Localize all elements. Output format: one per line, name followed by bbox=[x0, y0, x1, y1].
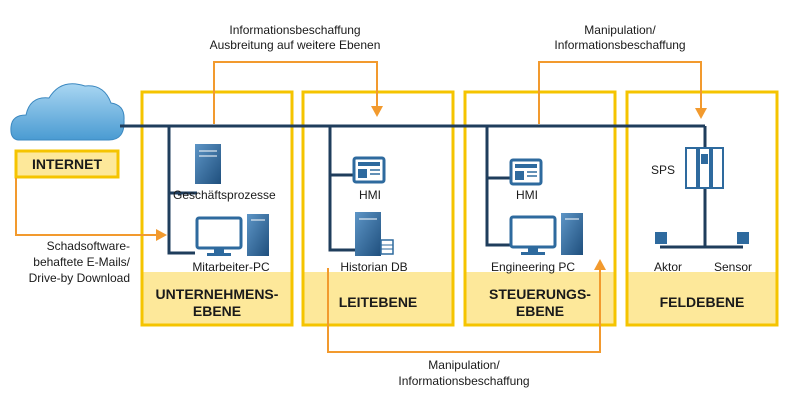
flow-internet-to-mitarbeiter bbox=[15, 178, 167, 241]
top-flow-2-line2: Informationsbeschaffung bbox=[554, 38, 685, 52]
desktop-pc-icon bbox=[195, 214, 269, 256]
flow-manipulation-top bbox=[538, 61, 707, 124]
zone-steuerungsebene bbox=[463, 90, 617, 327]
steuerungsebene-title-line1: STEUERUNGS- bbox=[489, 286, 591, 302]
unternehmensebene-title-line1: UNTERNEHMENS- bbox=[156, 286, 279, 302]
sps-label: SPS bbox=[651, 163, 675, 177]
leitebene-title: LEITEBENE bbox=[339, 294, 418, 310]
server-icon bbox=[195, 144, 221, 184]
desktop-pc-icon bbox=[509, 213, 583, 255]
sensor-label: Sensor bbox=[714, 260, 752, 274]
malware-line2: behaftete E-Mails/ bbox=[33, 255, 130, 269]
mitarbeiter-pc-label: Mitarbeiter-PC bbox=[192, 260, 270, 274]
flow-manipulation-bottom bbox=[327, 259, 606, 353]
internet-box: INTERNET bbox=[14, 149, 120, 179]
leit-hmi-label: HMI bbox=[359, 188, 381, 202]
engineering-pc-label: Engineering PC bbox=[491, 260, 575, 274]
database-server-icon bbox=[355, 212, 394, 256]
cloud-icon bbox=[10, 83, 125, 141]
feldebene-title: FELDEBENE bbox=[660, 294, 745, 310]
zone-feldebene bbox=[625, 90, 779, 327]
actuator-icon bbox=[655, 232, 667, 244]
network-bus bbox=[120, 124, 743, 255]
bottom-flow-line2: Informationsbeschaffung bbox=[398, 374, 529, 388]
steuerung-hmi-label: HMI bbox=[516, 188, 538, 202]
malware-line3: Drive-by Download bbox=[29, 271, 130, 285]
geschaeftsprozesse-label: Geschäftsprozesse bbox=[173, 188, 276, 202]
steuerungsebene-title-line2: EBENE bbox=[516, 303, 564, 319]
plc-icon bbox=[685, 147, 724, 189]
top-flow-1-line2: Ausbreitung auf weitere Ebenen bbox=[210, 38, 381, 52]
flow-informationsbeschaffung-top bbox=[213, 61, 383, 124]
sensor-icon bbox=[737, 232, 749, 244]
internet-label: INTERNET bbox=[32, 156, 102, 172]
historian-db-label: Historian DB bbox=[340, 260, 407, 274]
unternehmensebene-title-line2: EBENE bbox=[193, 303, 241, 319]
top-flow-2-line1: Manipulation/ bbox=[584, 23, 656, 37]
hmi-icon bbox=[352, 156, 386, 184]
aktor-label: Aktor bbox=[654, 260, 682, 274]
top-flow-1-line1: Informationsbeschaffung bbox=[229, 23, 360, 37]
zone-unternehmensebene bbox=[140, 90, 294, 327]
hmi-icon bbox=[509, 158, 543, 186]
malware-line1: Schadsoftware- bbox=[47, 239, 130, 253]
bottom-flow-line1: Manipulation/ bbox=[428, 358, 500, 372]
